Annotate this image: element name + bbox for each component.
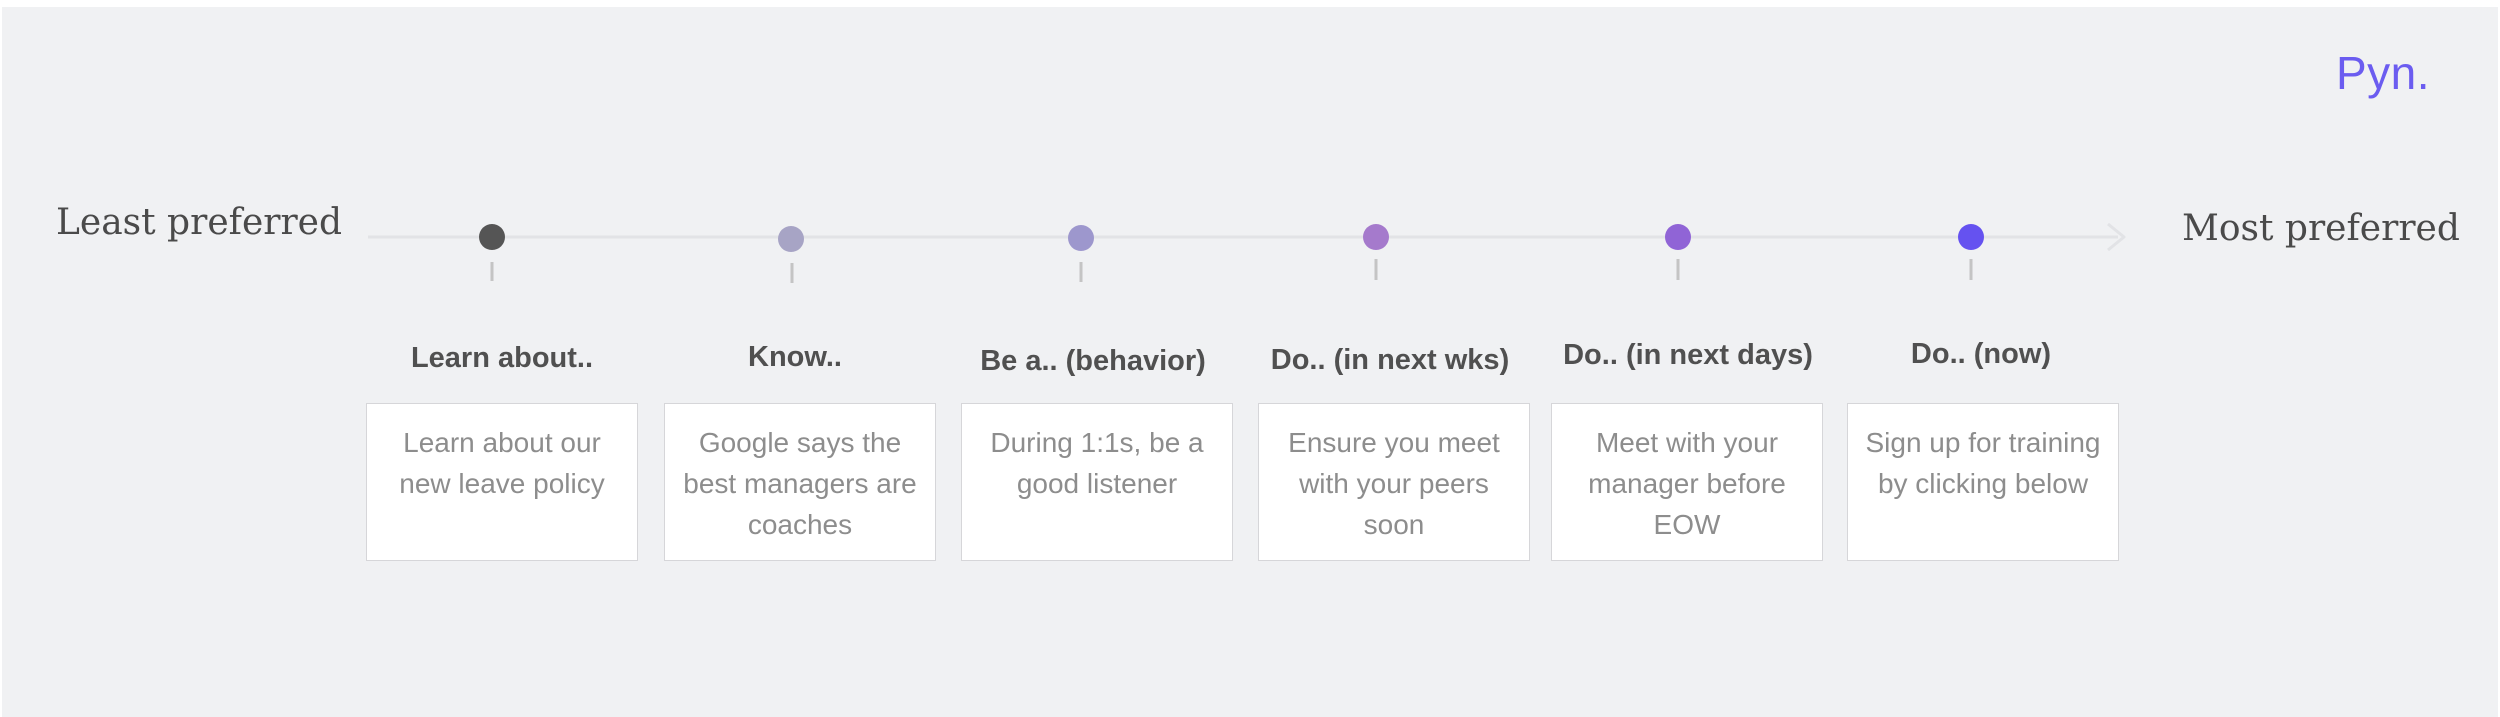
step-2-title: Know.. [748,341,842,373]
step-6-title: Do.. (now) [1910,338,2052,370]
most-preferred-label: Most preferred [2182,208,2460,249]
brand-logo: Pyn. [2335,47,2430,99]
step-5-card: Meet with your manager before EOW [1551,403,1823,561]
step-4-card: Ensure you meet with your peers soon [1258,403,1530,561]
step-1-card: Learn about our new leave policy [366,403,638,561]
least-preferred-label: Least preferred [56,202,343,243]
step-3-card: During 1:1s, be a good listener [961,403,1233,561]
step-2-card: Google says the best managers are coache… [664,403,936,561]
step-4-title: Do.. (in next wks) [1270,344,1510,376]
step-1-title: Learn about.. [410,342,594,374]
slide-background [2,7,2498,717]
step-5-title: Do.. (in next days) [1563,339,1813,371]
step-6-card: Sign up for training by clicking below [1847,403,2119,561]
step-3-title: Be a.. (behavior) [980,345,1206,377]
